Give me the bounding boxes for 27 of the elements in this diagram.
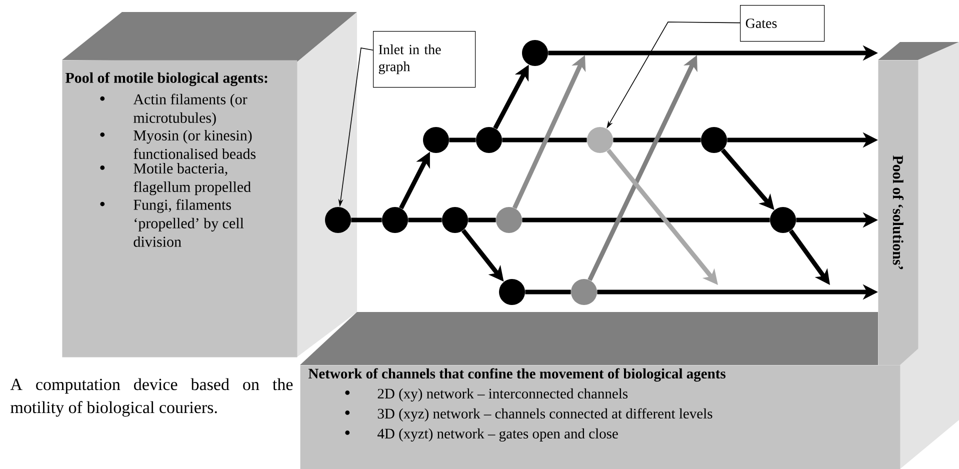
channel-line [522, 218, 770, 222]
dot [423, 127, 449, 153]
channel-line [613, 138, 701, 142]
label-box: Gates [740, 5, 825, 42]
channel-line [351, 218, 382, 222]
dot [770, 207, 796, 233]
gate-dot [587, 127, 613, 153]
floor-box: Network of channels that confine the movement of biological agents 2D (xy) network – interconnected channels 3D (xyz) network – channels connected at different levels 4D (xyzt) network – gates open and close [300, 312, 959, 469]
dot [701, 127, 727, 153]
gate-dot [571, 279, 597, 305]
channel-line [502, 138, 587, 142]
dot [325, 207, 351, 233]
label-box: Inlet in the graph [373, 31, 476, 88]
dot [499, 279, 525, 305]
caption: A computation device based on the motility of biological couriers. [10, 378, 293, 417]
dot [442, 207, 468, 233]
gate-dot [496, 207, 522, 233]
dot [476, 127, 502, 153]
channel-line [449, 138, 476, 142]
dot [382, 207, 408, 233]
channel-line [468, 218, 496, 222]
node-label: Pool of ‘solutions’ [892, 155, 904, 270]
pool-box: Pool of motile biological agents: Actin filaments (or microtubules) Myosin (or kinesin) functionalised beads Motile bacteria, flagellum propelled Fungi, filaments ‘propelled’ by cell division [62, 12, 357, 358]
dot [522, 40, 548, 66]
pool-box: Pool of ‘solutions’ [878, 42, 959, 366]
channel-line [408, 218, 442, 222]
channel-line [525, 290, 571, 294]
